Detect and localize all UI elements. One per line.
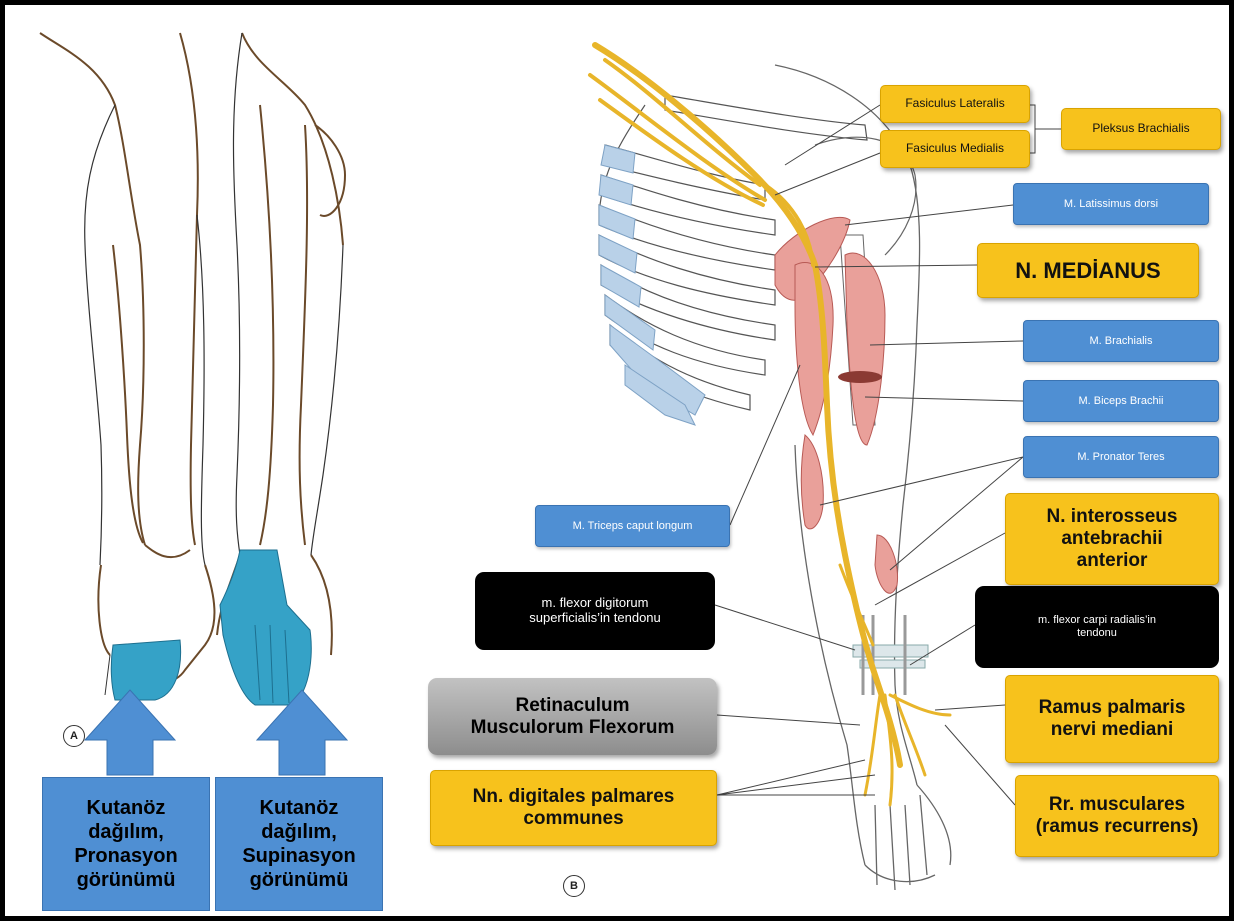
label-ramus-palmaris-line-2: nervi mediani [1051,719,1174,741]
label-digitales-line-2: communes [523,808,623,830]
arrow-box-pronation-line-1: Kutanöz [87,796,166,820]
arrow-box-supination-line-1: Kutanöz [260,796,339,820]
label-ramus-palmaris: Ramus palmaris nervi mediani [1005,675,1219,763]
label-triceps: M. Triceps caput longum [535,505,730,547]
label-fds-tendon: m. flexor digitorum superficialis’in ten… [475,572,715,650]
arrow-box-pronation: Kutanöz dağılım, Pronasyon görünümü [42,777,210,911]
label-digitales-line-1: Nn. digitales palmares [473,786,675,808]
label-fcr-line-1: m. flexor carpi radialis’in [1038,614,1156,627]
label-fasiculus-medialis: Fasiculus Medialis [880,130,1030,168]
label-interosseus-line-1: N. interosseus [1047,506,1178,528]
arrow-box-pronation-line-4: görünümü [77,868,176,892]
label-retinaculum-line-1: Retinaculum [515,695,629,717]
arrow-box-supination-line-2: dağılım, [261,820,337,844]
panel-b-marker: B [563,875,585,897]
arrow-head-left [85,690,175,775]
arrow-box-supination-line-3: Supinasyon [242,844,355,868]
label-interosseus-line-3: anterior [1077,550,1148,572]
label-retinaculum-line-2: Musculorum Flexorum [471,717,675,739]
label-fds-line-2: superficialis’in tendonu [529,611,661,626]
label-musculares-line-1: Rr. musculares [1049,794,1185,816]
label-n-medianus: N. MEDİANUS [977,243,1199,298]
label-fcr-line-2: tendonu [1077,627,1117,640]
label-interosseus-line-2: antebrachii [1061,528,1162,550]
arrow-box-pronation-line-3: Pronasyon [74,844,177,868]
label-pronator-teres: M. Pronator Teres [1023,436,1219,478]
cutaneous-zone-pronation [111,640,180,700]
label-biceps-brachii: M. Biceps Brachii [1023,380,1219,422]
label-ramus-palmaris-line-1: Ramus palmaris [1039,697,1186,719]
label-retinaculum: Retinaculum Musculorum Flexorum [428,678,717,755]
cutaneous-zone-supination [220,550,311,705]
label-interosseus: N. interosseus antebrachii anterior [1005,493,1219,585]
label-fcr-tendon: m. flexor carpi radialis’in tendonu [975,586,1219,668]
arrow-box-pronation-line-2: dağılım, [88,820,164,844]
muscles [775,217,898,593]
panel-a-arms [40,33,345,705]
arrow-box-supination-line-4: görünümü [250,868,349,892]
arrow-box-supination: Kutanöz dağılım, Supinasyon görünümü [215,777,383,911]
label-fasiculus-lateralis: Fasiculus Lateralis [880,85,1030,123]
label-musculares-line-2: (ramus recurrens) [1036,816,1199,838]
label-digitales: Nn. digitales palmares communes [430,770,717,846]
label-musculares: Rr. musculares (ramus recurrens) [1015,775,1219,857]
label-brachialis: M. Brachialis [1023,320,1219,362]
label-fds-line-1: m. flexor digitorum [542,596,649,611]
label-latissimus-dorsi: M. Latissimus dorsi [1013,183,1209,225]
panel-a-marker: A [63,725,85,747]
label-pleksus-brachialis: Pleksus Brachialis [1061,108,1221,150]
